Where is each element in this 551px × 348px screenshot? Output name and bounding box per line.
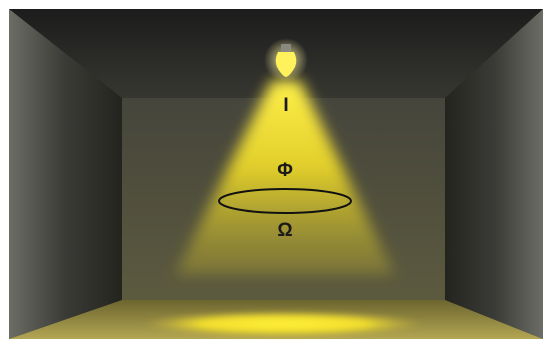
intensity-label: I	[283, 95, 288, 116]
floor-light-spot	[143, 311, 423, 337]
flux-label: Φ	[277, 160, 293, 181]
solid-angle-label: Ω	[277, 220, 292, 241]
